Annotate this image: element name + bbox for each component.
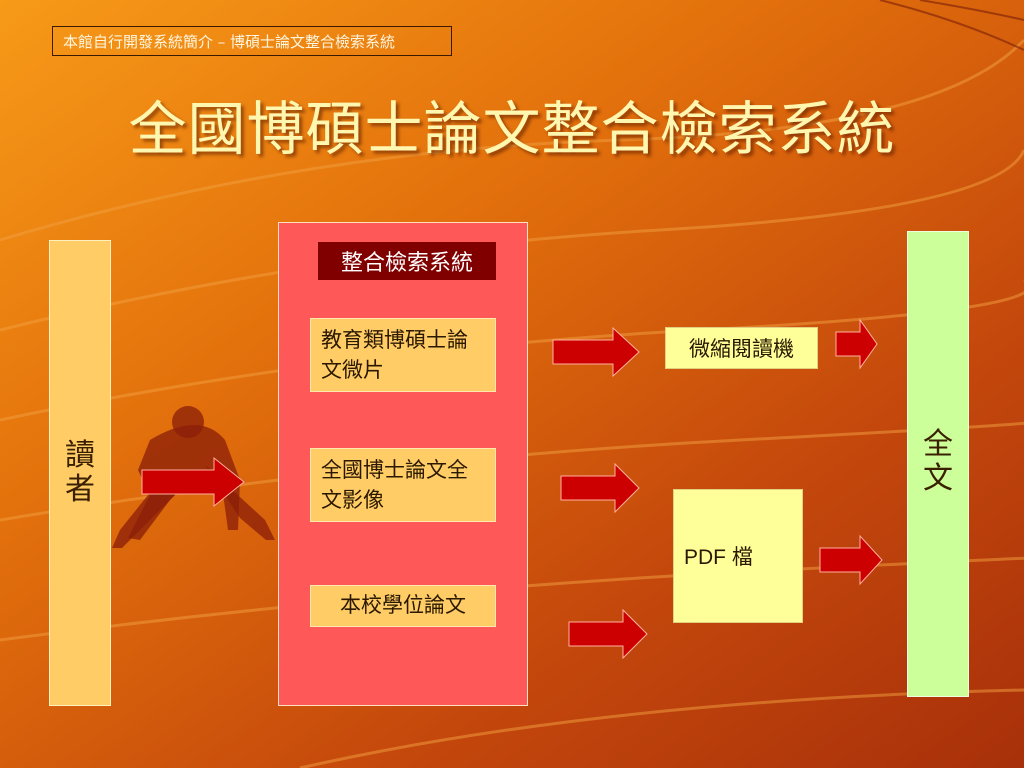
reader-label: 讀者 (65, 438, 95, 507)
arrow-reader-to-system-icon (141, 456, 245, 508)
source-doctoral-fulltext-box: 全國博士論文全文影像 (310, 448, 496, 522)
pdf-file-box: PDF 檔 (673, 489, 803, 623)
fulltext-box: 全文 (907, 231, 969, 697)
arrow-microfiche-to-reader-icon (552, 326, 640, 378)
source-local-thesis-box: 本校學位論文 (310, 585, 496, 627)
arrow-pdf-to-fulltext-icon (819, 534, 883, 586)
fulltext-label: 全文 (923, 427, 953, 496)
header-caption: 本館自行開發系統簡介 – 博碩士論文整合檢索系統 (63, 32, 396, 51)
source-local-thesis-text: 本校學位論文 (340, 593, 466, 617)
header-caption-box: 本館自行開發系統簡介 – 博碩士論文整合檢索系統 (52, 26, 452, 56)
slide-title: 全國博碩士論文整合檢索系統 (128, 95, 896, 163)
arrow-reader-to-fulltext-icon (835, 318, 878, 370)
system-label: 整合檢索系統 (318, 242, 496, 280)
source-microfiche-text: 教育類博碩士論文微片 (321, 328, 468, 382)
source-doctoral-fulltext-text: 全國博士論文全文影像 (321, 458, 468, 512)
arrow-doctoral-to-pdf-icon (560, 462, 640, 514)
microfiche-reader-box: 微縮閱讀機 (665, 327, 818, 369)
source-microfiche-box: 教育類博碩士論文微片 (310, 318, 496, 392)
pdf-file-label: PDF 檔 (684, 546, 753, 569)
microfiche-reader-label: 微縮閱讀機 (689, 337, 794, 361)
arrow-local-to-pdf-icon (568, 608, 648, 660)
reader-box: 讀者 (49, 240, 111, 706)
